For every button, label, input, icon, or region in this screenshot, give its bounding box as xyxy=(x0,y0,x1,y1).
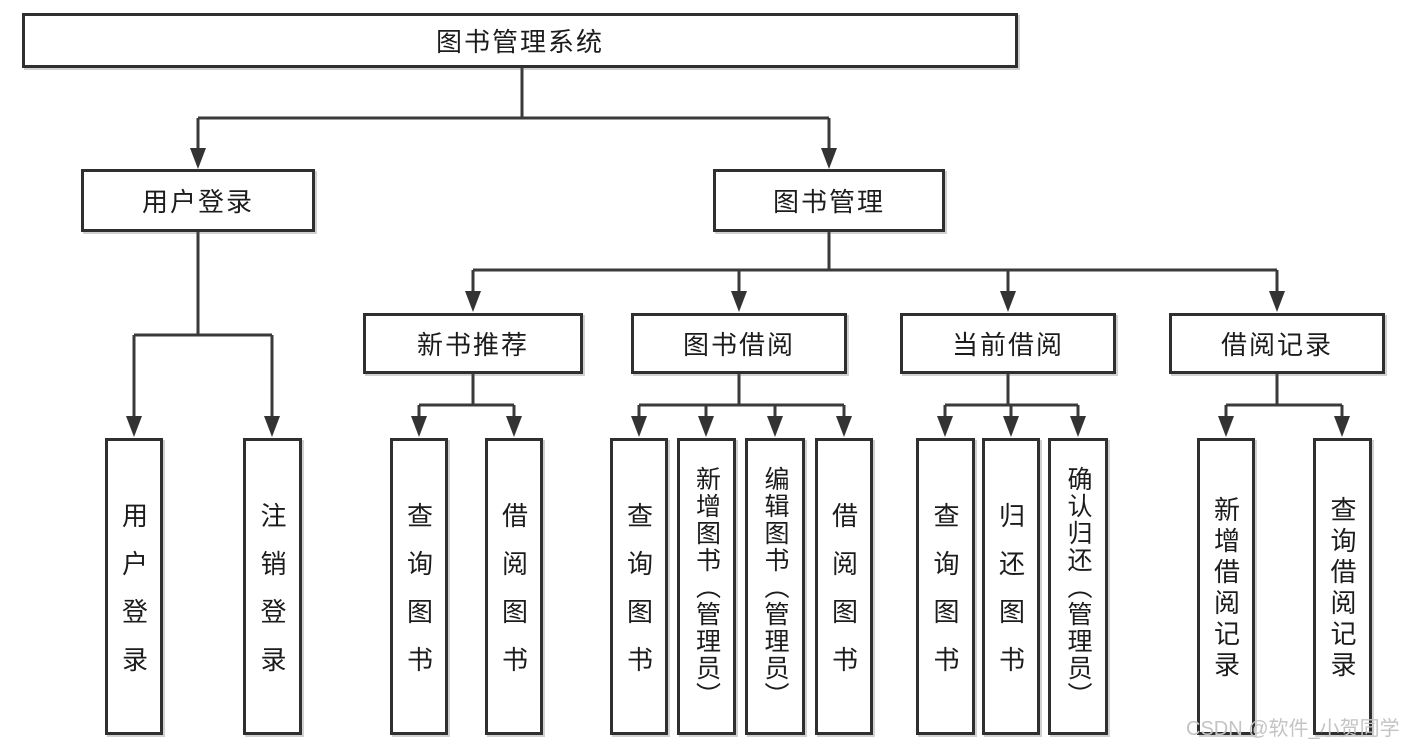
leaf-query-books-3-label: 查询图书 xyxy=(930,501,960,694)
connector-arrowhead xyxy=(264,416,280,437)
leaf-confirm-return-admin-label: 确认归还（管理员） xyxy=(1064,466,1092,709)
connector-arrowhead xyxy=(1003,416,1019,437)
connector-arrowhead xyxy=(126,416,142,437)
node-current-borrow-label: 当前借阅 xyxy=(951,330,1064,360)
connector-recommend-split xyxy=(417,374,516,418)
leaf-borrow-books-2: 借阅图书 xyxy=(815,438,873,735)
connector-arrowhead xyxy=(767,416,783,437)
leaf-add-book-admin-label: 新增图书（管理员） xyxy=(692,466,721,709)
leaf-query-books: 查询图书 xyxy=(390,438,448,735)
leaf-user-login: 用户登录 xyxy=(105,438,163,735)
leaf-add-borrow-record-label: 新增借阅记录 xyxy=(1210,496,1241,682)
connector-arrowhead xyxy=(836,416,852,437)
leaf-edit-book-admin-label: 编辑图书（管理员） xyxy=(761,466,789,709)
node-borrow-records-label: 借阅记录 xyxy=(1220,330,1333,360)
connector-arrowhead xyxy=(1070,416,1086,437)
leaf-query-books-2-label: 查询图书 xyxy=(623,501,654,694)
node-user-login: 用户登录 xyxy=(81,169,315,232)
leaf-edit-book-admin: 编辑图书（管理员） xyxy=(745,438,805,735)
node-book-management-label: 图书管理 xyxy=(772,187,885,217)
leaf-logout-label: 注销登录 xyxy=(257,501,287,694)
connector-arrowhead xyxy=(731,291,747,312)
connector-arrowhead xyxy=(1269,291,1285,312)
leaf-confirm-return-admin: 确认归还（管理员） xyxy=(1048,438,1108,735)
connector-current-split xyxy=(943,374,1080,418)
node-library-system: 图书管理系统 xyxy=(22,13,1018,68)
node-library-system-label: 图书管理系统 xyxy=(435,27,604,57)
connector-records-split xyxy=(1224,374,1344,418)
connector-root-split xyxy=(196,68,831,150)
leaf-add-borrow-record: 新增借阅记录 xyxy=(1197,438,1255,735)
connector-arrowhead xyxy=(698,416,714,437)
connector-user-login-split xyxy=(132,232,274,418)
connector-arrowhead xyxy=(937,416,953,437)
connector-arrowhead xyxy=(1334,416,1350,437)
leaf-query-books-label: 查询图书 xyxy=(403,501,434,694)
leaf-query-borrow-record-label: 查询借阅记录 xyxy=(1327,496,1357,682)
connector-arrowhead xyxy=(821,148,837,169)
leaf-logout: 注销登录 xyxy=(243,438,302,735)
node-borrow-records: 借阅记录 xyxy=(1169,313,1385,374)
connector-arrowhead xyxy=(411,416,427,437)
connector-book-management-split xyxy=(471,232,1279,293)
node-book-borrow-label: 图书借阅 xyxy=(682,330,795,360)
leaf-add-book-admin: 新增图书（管理员） xyxy=(677,438,736,735)
node-book-borrow: 图书借阅 xyxy=(631,313,847,374)
connector-arrowhead xyxy=(631,416,647,437)
connector-arrowhead xyxy=(506,416,522,437)
leaf-return-book: 归还图书 xyxy=(982,438,1040,735)
leaf-query-books-2: 查询图书 xyxy=(610,438,668,735)
connector-arrowhead xyxy=(190,148,206,169)
leaf-return-book-label: 归还图书 xyxy=(995,501,1026,694)
connector-arrowhead xyxy=(1000,291,1016,312)
node-current-borrow: 当前借阅 xyxy=(900,313,1116,374)
csdn-watermark: CSDN @软件_小贺同学 xyxy=(1186,718,1400,740)
node-book-management: 图书管理 xyxy=(713,169,945,232)
node-new-book-recommend: 新书推荐 xyxy=(363,313,583,374)
leaf-borrow-books-2-label: 借阅图书 xyxy=(828,501,859,694)
leaf-borrow-books-label: 借阅图书 xyxy=(498,501,529,694)
node-new-book-recommend-label: 新书推荐 xyxy=(416,330,529,360)
connector-arrowhead xyxy=(465,291,481,312)
leaf-query-borrow-record: 查询借阅记录 xyxy=(1313,438,1372,735)
leaf-query-books-3: 查询图书 xyxy=(916,438,975,735)
leaf-user-login-label: 用户登录 xyxy=(118,501,149,694)
node-user-login-label: 用户登录 xyxy=(141,187,254,217)
leaf-borrow-books: 借阅图书 xyxy=(485,438,543,735)
connector-arrowhead xyxy=(1218,416,1234,437)
connector-borrow-split xyxy=(637,374,846,418)
